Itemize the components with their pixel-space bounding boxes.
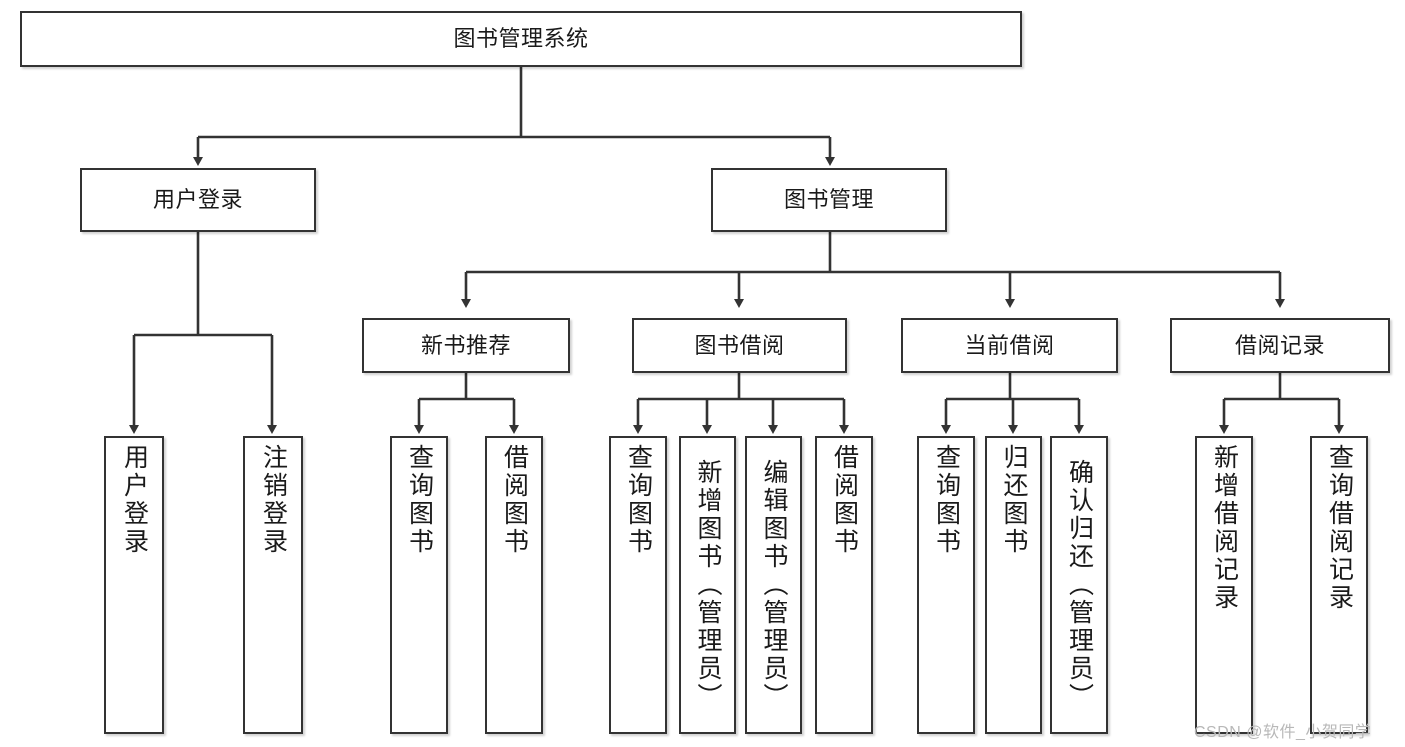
leaf-logout[interactable]: 注销登录 bbox=[243, 436, 303, 734]
node-label: 借阅记录 bbox=[1234, 332, 1325, 358]
node-label: 新增借阅记录 bbox=[1210, 444, 1239, 612]
node-label: 查询图书 bbox=[405, 444, 434, 556]
leaf-return-book[interactable]: 归还图书 bbox=[985, 436, 1042, 734]
node-root-system[interactable]: 图书管理系统 bbox=[20, 11, 1022, 67]
node-label: 确认归还（管理员） bbox=[1065, 459, 1094, 711]
node-label: 编辑图书（管理员） bbox=[760, 459, 788, 711]
leaf-add-borrow-record[interactable]: 新增借阅记录 bbox=[1195, 436, 1253, 734]
leaf-edit-book-admin[interactable]: 编辑图书（管理员） bbox=[745, 436, 802, 734]
node-book-borrow[interactable]: 图书借阅 bbox=[632, 318, 847, 373]
node-label: 图书管理 bbox=[783, 187, 874, 213]
node-user-login[interactable]: 用户登录 bbox=[80, 168, 316, 232]
node-label: 查询借阅记录 bbox=[1325, 444, 1354, 612]
node-label: 当前借阅 bbox=[964, 332, 1055, 358]
node-label: 查询图书 bbox=[624, 444, 653, 556]
leaf-query-borrow-record[interactable]: 查询借阅记录 bbox=[1310, 436, 1368, 734]
leaf-borrow-book[interactable]: 借阅图书 bbox=[815, 436, 873, 734]
node-label: 用户登录 bbox=[152, 187, 243, 213]
node-current-borrow[interactable]: 当前借阅 bbox=[901, 318, 1118, 373]
node-label: 图书管理系统 bbox=[453, 26, 589, 52]
leaf-user-login[interactable]: 用户登录 bbox=[104, 436, 164, 734]
csdn-watermark: CSDN @软件_小贺同学 bbox=[1194, 724, 1372, 741]
node-label: 新增图书（管理员） bbox=[694, 459, 722, 711]
node-label: 查询图书 bbox=[932, 444, 961, 556]
node-label: 新书推荐 bbox=[420, 332, 511, 358]
node-book-management[interactable]: 图书管理 bbox=[711, 168, 947, 232]
node-label: 用户登录 bbox=[120, 444, 149, 556]
leaf-query-book-borrow[interactable]: 查询图书 bbox=[609, 436, 667, 734]
node-label: 借阅图书 bbox=[500, 444, 529, 556]
node-label: 图书借阅 bbox=[694, 332, 785, 358]
leaf-confirm-return-admin[interactable]: 确认归还（管理员） bbox=[1050, 436, 1108, 734]
leaf-add-book-admin[interactable]: 新增图书（管理员） bbox=[679, 436, 736, 734]
node-label: 注销登录 bbox=[259, 444, 288, 556]
node-label: 借阅图书 bbox=[830, 444, 859, 556]
leaf-query-book-current[interactable]: 查询图书 bbox=[917, 436, 975, 734]
node-borrow-record[interactable]: 借阅记录 bbox=[1170, 318, 1390, 373]
leaf-query-book-recommend[interactable]: 查询图书 bbox=[390, 436, 448, 734]
node-new-book-recommend[interactable]: 新书推荐 bbox=[362, 318, 570, 373]
node-label: 归还图书 bbox=[1000, 444, 1028, 556]
leaf-borrow-book-recommend[interactable]: 借阅图书 bbox=[485, 436, 543, 734]
